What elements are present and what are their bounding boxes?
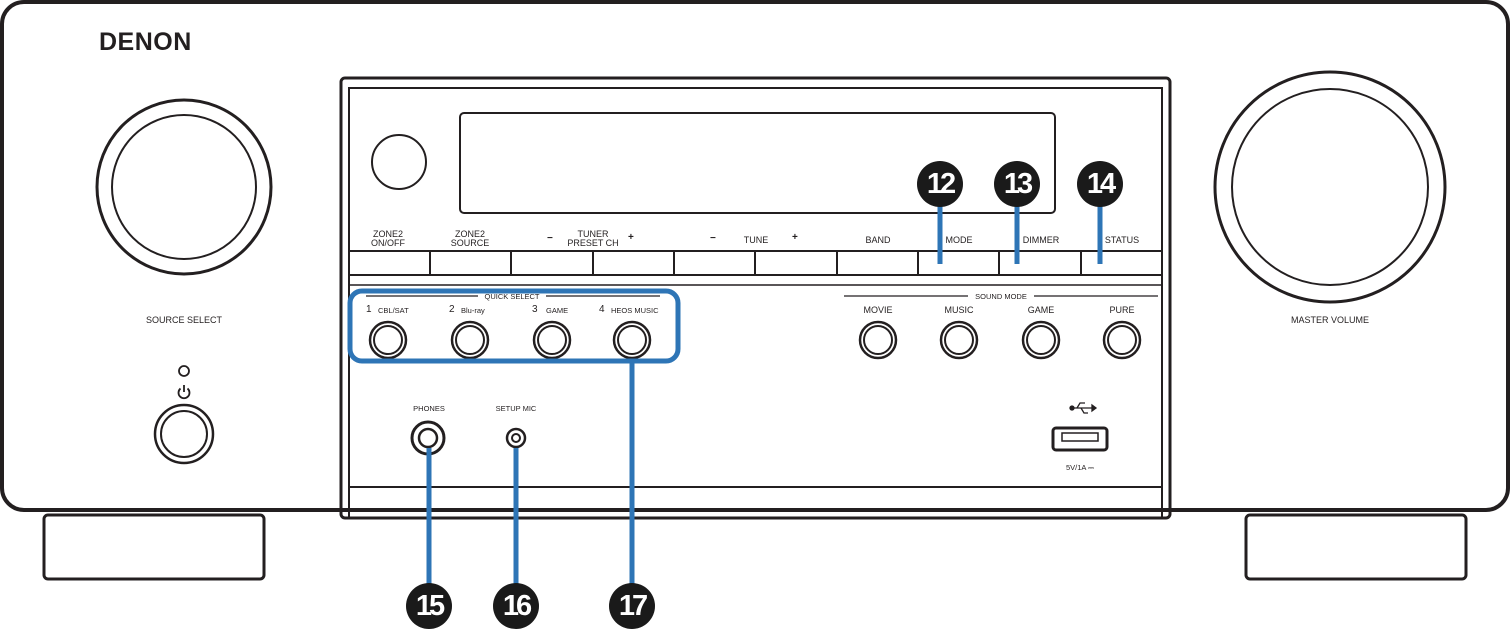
tune-label: TUNE bbox=[743, 235, 769, 245]
quick-select-1-button bbox=[368, 320, 408, 360]
button-dividers bbox=[429, 251, 1082, 275]
power-led bbox=[178, 365, 190, 377]
sound-mode-movie-label: MOVIE bbox=[863, 305, 893, 315]
band-label: BAND bbox=[865, 235, 891, 245]
quick-select-2-label: Blu-ray bbox=[461, 306, 485, 315]
quick-select-1-label: CBL/SAT bbox=[378, 306, 409, 315]
power-icon bbox=[177, 385, 191, 400]
quick-select-4-number: 4 bbox=[599, 304, 605, 315]
setup-mic-jack bbox=[505, 427, 527, 449]
setup-mic-label: SETUP MIC bbox=[495, 404, 537, 413]
quick-select-3-button bbox=[532, 320, 572, 360]
sound-mode-pure-button bbox=[1102, 320, 1142, 360]
quick-select-3-label: GAME bbox=[546, 306, 569, 315]
sound-mode-movie-button bbox=[858, 320, 898, 360]
sound-mode-title: SOUND MODE bbox=[975, 292, 1027, 301]
source-select-knob-outer bbox=[95, 98, 273, 276]
right-foot bbox=[1244, 513, 1468, 581]
quick-select-highlight bbox=[347, 288, 681, 364]
display-window bbox=[459, 112, 1056, 214]
callout-15: 15 bbox=[406, 583, 452, 629]
quick-select-3-number: 3 bbox=[532, 304, 538, 315]
callout-12: 12 bbox=[917, 161, 963, 207]
status-label: STATUS bbox=[1104, 235, 1140, 245]
source-select-label: SOURCE SELECT bbox=[145, 315, 223, 325]
left-foot bbox=[42, 513, 266, 581]
quick-select-1-number: 1 bbox=[366, 304, 372, 315]
tuner-preset-ch-label: TUNER PRESET CH bbox=[567, 229, 619, 248]
quick-select-2-button bbox=[450, 320, 490, 360]
power-button-outer bbox=[153, 403, 215, 465]
sound-mode-music-button bbox=[939, 320, 979, 360]
tune-minus-label: − bbox=[710, 233, 716, 244]
sound-mode-game-button bbox=[1021, 320, 1061, 360]
ir-sensor bbox=[371, 134, 427, 190]
mode-label: MODE bbox=[945, 235, 973, 245]
highlight-annotations bbox=[347, 200, 1103, 588]
quick-select-2-number: 2 bbox=[449, 304, 455, 315]
quick-select-title: QUICK SELECT bbox=[484, 292, 540, 301]
brand-logo: DENON bbox=[99, 28, 192, 56]
callout-16: 16 bbox=[493, 583, 539, 629]
tuner-preset-plus-label: + bbox=[628, 232, 634, 243]
master-volume-knob-outer bbox=[1213, 70, 1447, 304]
master-volume-label: MASTER VOLUME bbox=[1290, 315, 1370, 325]
master-volume-knob-inner bbox=[1231, 88, 1429, 286]
phones-label: PHONES bbox=[413, 404, 445, 413]
zone2-onoff-label: ZONE2 ON/OFF bbox=[371, 229, 405, 248]
source-select-knob-inner bbox=[111, 114, 257, 260]
quick-select-4-label: HEOS MUSIC bbox=[611, 306, 659, 315]
zone2-source-label: ZONE2 SOURCE bbox=[450, 229, 490, 248]
usb-rating-label: 5V/1A ⎓ bbox=[1065, 463, 1095, 472]
tuner-preset-minus-label: − bbox=[547, 233, 553, 244]
callout-13: 13 bbox=[994, 161, 1040, 207]
usb-port bbox=[1051, 426, 1109, 452]
tune-plus-label: + bbox=[792, 232, 798, 243]
callout-17: 17 bbox=[609, 583, 655, 629]
quick-select-4-button bbox=[612, 320, 652, 360]
dimmer-label: DIMMER bbox=[1022, 235, 1060, 245]
sound-mode-pure-label: PURE bbox=[1109, 305, 1135, 315]
power-button-inner bbox=[160, 410, 208, 458]
sound-mode-game-label: GAME bbox=[1027, 305, 1055, 315]
callout-14: 14 bbox=[1077, 161, 1123, 207]
sound-mode-music-label: MUSIC bbox=[944, 305, 974, 315]
usb-icon bbox=[1069, 402, 1098, 414]
